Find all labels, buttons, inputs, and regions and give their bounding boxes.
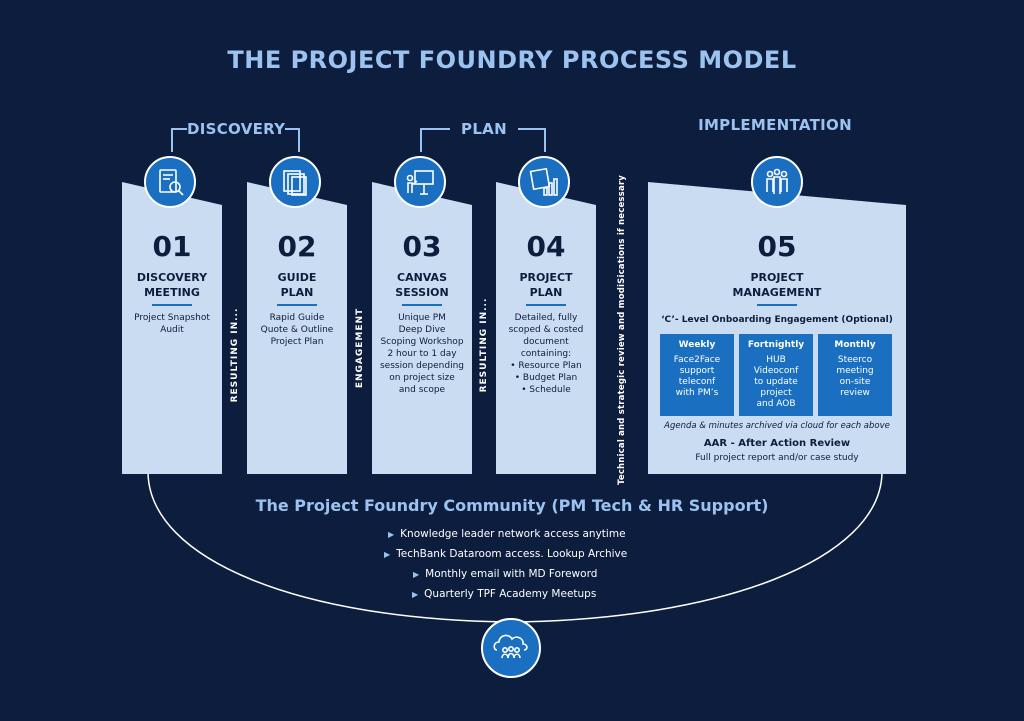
- step-number: 04: [526, 230, 566, 263]
- phase-discovery: DISCOVERY: [187, 120, 286, 138]
- step-number: 01: [152, 230, 192, 263]
- page-title: THE PROJECT FOUNDRY PROCESS MODEL: [227, 46, 797, 74]
- step-number: 05: [757, 230, 797, 263]
- step-number: 02: [277, 230, 317, 263]
- community-item: ▶Monthly email with MD Foreword: [413, 568, 598, 580]
- documents-icon: [269, 156, 321, 208]
- chart-report-icon: [518, 156, 570, 208]
- audit-icon: [144, 156, 196, 208]
- divider: [526, 304, 566, 306]
- onboarding-text: ‘C’- Level Onboarding Engagement (Option…: [661, 315, 893, 325]
- divider: [277, 304, 317, 306]
- connector-label-1: RESULTING IN...: [230, 307, 240, 403]
- aar-title: AAR - After Action Review: [703, 438, 851, 449]
- connector-label-4: Technical and strategic review and modiS…: [617, 174, 627, 486]
- presentation-icon: [394, 156, 446, 208]
- team-icon: [751, 156, 803, 208]
- connector-label-2: ENGAGEMENT: [355, 307, 365, 389]
- connector-label-3: RESULTING IN...: [479, 297, 489, 393]
- step-number: 03: [402, 230, 442, 263]
- divider: [757, 304, 797, 306]
- agenda-note: Agenda & minutes archived via cloud for …: [664, 421, 890, 431]
- divider: [152, 304, 192, 306]
- community-title: The Project Foundry Community (PM Tech &…: [255, 496, 769, 515]
- divider: [402, 304, 442, 306]
- community-item: ▶TechBank Dataroom access. Lookup Archiv…: [384, 548, 628, 560]
- phase-plan: PLAN: [461, 120, 507, 138]
- community-item: ▶Knowledge leader network access anytime: [388, 528, 626, 540]
- community-item: ▶Quarterly TPF Academy Meetups: [412, 588, 597, 600]
- cloud-community-icon: [481, 618, 541, 678]
- phase-implementation: IMPLEMENTATION: [698, 116, 852, 134]
- aar-desc: Full project report and/or case study: [695, 453, 859, 463]
